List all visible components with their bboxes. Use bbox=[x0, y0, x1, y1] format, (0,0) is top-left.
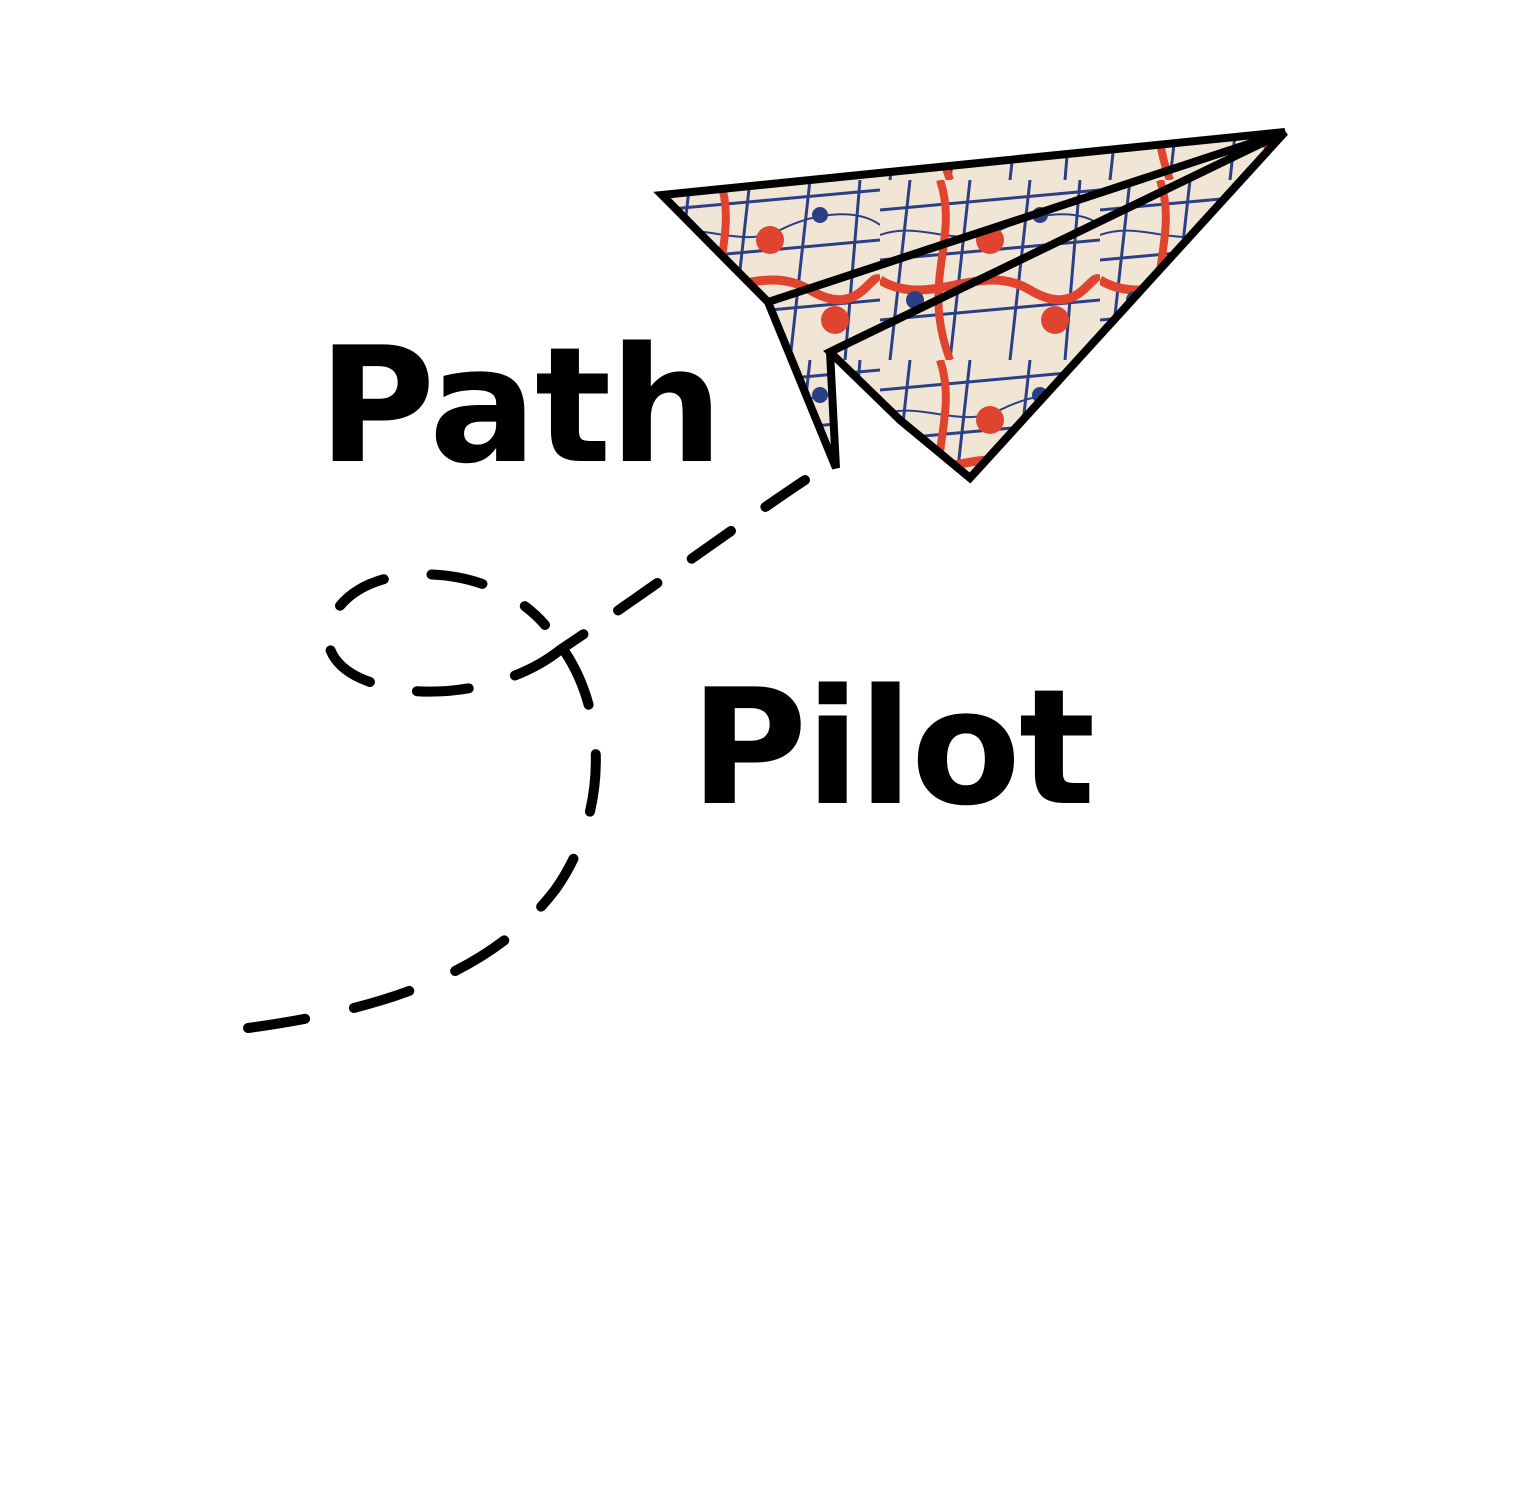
logo-word-path: Path bbox=[318, 312, 723, 499]
logo-word-pilot: Pilot bbox=[690, 654, 1095, 841]
